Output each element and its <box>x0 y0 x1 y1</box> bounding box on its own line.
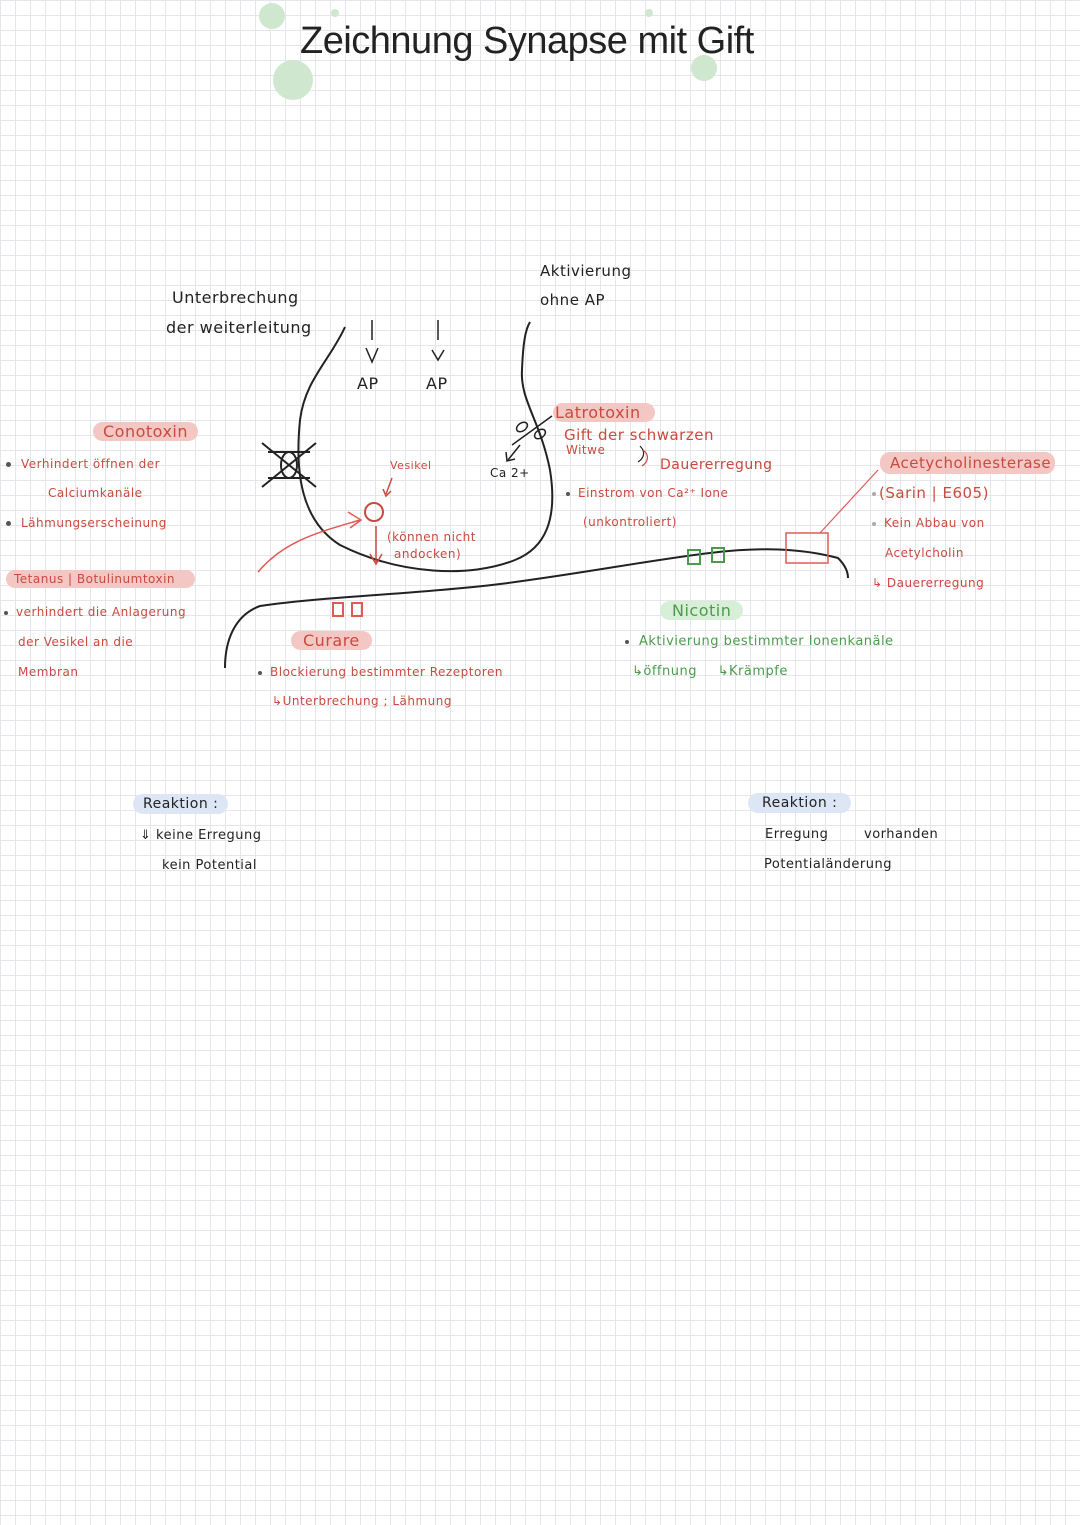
conotoxin-item-text: Lähmungserscheinung <box>21 516 167 530</box>
conotoxin-block-icon <box>261 442 317 488</box>
tetanus-line: verhindert die Anlagerung <box>4 605 186 619</box>
acetylcholinesterase-line2: Kein Abbau von <box>872 516 985 530</box>
reaction-left-title: Reaktion : <box>133 794 229 814</box>
activation-label-line1: Aktivierung <box>540 262 632 280</box>
acetylcholinesterase-line2-text: Kein Abbau von <box>884 516 985 530</box>
decor-dot <box>331 9 339 17</box>
nicotin-title: Nicotin <box>660 601 744 620</box>
conotoxin-item: Lähmungserscheinung <box>6 516 167 530</box>
acetylcholinesterase-line3: Acetylcholin <box>885 546 964 560</box>
decor-dot <box>259 3 285 29</box>
acetylcholinesterase-title-text: Acetycholinesterase <box>880 452 1056 474</box>
latrotoxin-line4: Einstrom von Ca²⁺ Ione <box>566 486 728 500</box>
reaction-right-title: Reaktion : <box>748 793 852 813</box>
bullet-icon <box>872 521 876 526</box>
bullet-icon <box>4 610 8 615</box>
acetylcholinesterase-title: Acetycholinesterase <box>880 452 1056 474</box>
acetylcholinesterase-line1: (Sarin | E605) <box>872 484 989 502</box>
latrotoxin-line4-text: Einstrom von Ca²⁺ Ione <box>578 486 729 500</box>
arrow-icon: ↳ <box>272 694 283 708</box>
latrotoxin-line2: Witwe <box>566 443 606 457</box>
tetanus-line: Membran <box>18 665 79 679</box>
decor-dot <box>645 9 653 17</box>
vesicle-note-line1: (können nicht <box>387 530 476 544</box>
bullet-icon <box>566 491 570 496</box>
nicotin-title-text: Nicotin <box>660 601 744 620</box>
decor-dot <box>273 60 313 100</box>
tetanus-line: der Vesikel an die <box>18 635 134 649</box>
acetylcholinesterase-line4: ↳ Dauererregung <box>872 576 984 590</box>
curare-receptor-icon <box>332 602 363 617</box>
conotoxin-item: Calciumkanäle <box>48 486 143 500</box>
nicotin-line2a-text: öffnung <box>643 664 697 679</box>
calcium-label: Ca 2+ <box>490 466 530 480</box>
ap-left-label: AP <box>357 374 379 393</box>
decor-dot <box>691 55 717 81</box>
page-title: Zeichnung Synapse mit Gift <box>300 20 754 62</box>
curare-line2-text: Unterbrechung ; Lähmung <box>282 694 453 708</box>
nicotin-line1: Aktivierung bestimmter Ionenkanäle <box>625 634 894 649</box>
bullet-icon <box>6 462 11 467</box>
reaction-right-line2: Potentialänderung <box>764 857 892 872</box>
latrotoxin-line5: (unkontroliert) <box>583 515 677 529</box>
curare-line1-text: Blockierung bestimmter Rezeptoren <box>270 665 503 679</box>
latrotoxin-pore-icon <box>511 415 553 446</box>
acetylcholinesterase-icon <box>785 532 829 564</box>
acetylcholinesterase-line1-text: (Sarin | E605) <box>879 484 989 502</box>
latrotoxin-title: Latrotoxin <box>553 403 655 422</box>
reaction-left-title-text: Reaktion : <box>133 794 229 814</box>
reaction-left-line1-text: keine Erregung <box>156 828 262 843</box>
nicotin-line2b-text: Krämpfe <box>729 664 788 679</box>
curare-title-text: Curare <box>291 631 372 650</box>
arrow-icon: ↳ <box>717 664 730 679</box>
curare-title: Curare <box>291 631 372 650</box>
arrow-icon: ↳ <box>632 664 644 679</box>
nicotin-receptor-icon <box>687 547 725 565</box>
bullet-icon <box>6 521 11 526</box>
nicotin-line1-text: Aktivierung bestimmter Ionenkanäle <box>639 634 894 649</box>
bullet-icon <box>625 639 629 644</box>
tetanus-arrow <box>257 511 363 573</box>
conotoxin-title: Conotoxin <box>93 422 199 441</box>
curare-line2: ↳Unterbrechung ; Lähmung <box>272 694 452 708</box>
interruption-label-line1: Unterbrechung <box>172 288 299 307</box>
conotoxin-title-text: Conotoxin <box>93 422 199 441</box>
vesicle-note-line2: andocken) <box>394 547 462 561</box>
bullet-icon <box>258 670 262 675</box>
vesicle-down-arrow <box>369 526 383 566</box>
double-arrow-icon: ⇓ <box>140 828 157 843</box>
latrotoxin-line1: Gift der schwarzen <box>564 426 714 444</box>
reaction-left-line1: ⇓ keine Erregung <box>140 828 261 843</box>
activation-label-line2: ohne AP <box>540 291 605 309</box>
reaction-right-title-text: Reaktion : <box>748 793 852 813</box>
nicotin-line2: ↳öffnung ↳Krämpfe <box>632 664 788 679</box>
tetanus-line-text: verhindert die Anlagerung <box>16 605 187 619</box>
reaction-right-line1a: Erregung <box>765 827 829 842</box>
tetanus-title: Tetanus | Botulinumtoxin <box>6 570 196 588</box>
arrow-icon: ↳ <box>872 576 887 590</box>
interruption-label-line2: der weiterleitung <box>166 318 312 337</box>
presynaptic-membrane <box>297 321 554 573</box>
acetylcholinesterase-line4-text: Dauererregung <box>886 576 985 590</box>
vesicle-icon <box>364 502 384 522</box>
latrotoxin-line3: Dauererregung <box>660 457 773 473</box>
ap-arrows <box>365 320 445 364</box>
latrotoxin-title-text: Latrotoxin <box>553 403 655 422</box>
tetanus-title-text: Tetanus | Botulinumtoxin <box>6 570 196 588</box>
ap-right-label: AP <box>426 374 448 393</box>
reaction-left-line2: kein Potential <box>162 858 257 873</box>
curare-line1: Blockierung bestimmter Rezeptoren <box>258 665 503 679</box>
conotoxin-item: Verhindert öffnen der <box>6 457 160 471</box>
conotoxin-item-text: Verhindert öffnen der <box>21 457 161 471</box>
vesicle-label: Vesikel <box>390 459 432 472</box>
reaction-right-line1b: vorhanden <box>864 827 939 842</box>
bullet-icon <box>872 491 876 496</box>
postsynaptic-membrane <box>224 548 849 669</box>
